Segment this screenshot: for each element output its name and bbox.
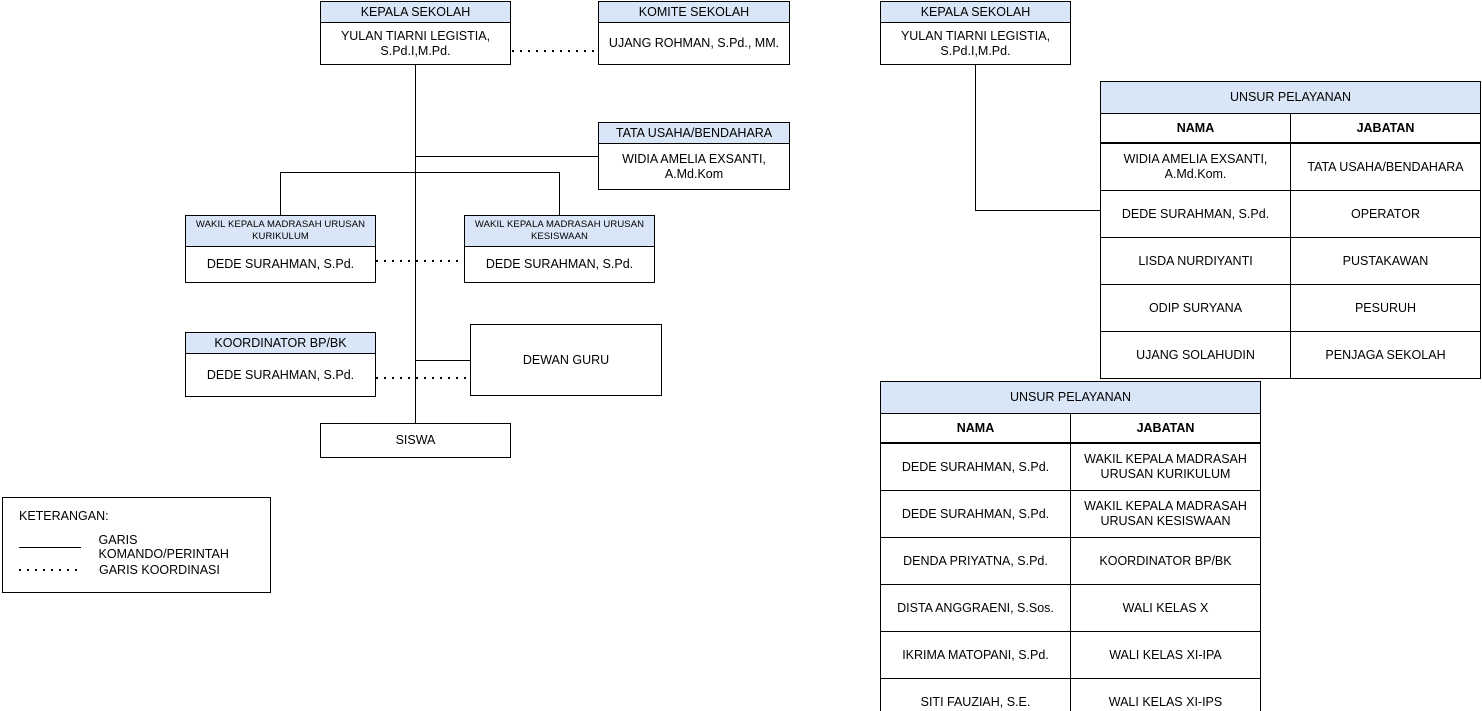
- cell-nama: DEDE SURAHMAN, S.Pd.: [880, 490, 1071, 538]
- table-row: DISTA ANGGRAENI, S.Sos.WALI KELAS X: [880, 584, 1261, 632]
- cell-nama: UJANG SOLAHUDIN: [1100, 331, 1291, 379]
- table-row: DENDA PRIYATNA, S.Pd.KOORDINATOR BP/BK: [880, 537, 1261, 585]
- box-waka-kesiswaan[interactable]: WAKIL KEPALA MADRASAH URUSAN KESISWAAN D…: [464, 215, 655, 283]
- table-row: WIDIA AMELIA EXSANTI, A.Md.Kom.TATA USAH…: [1100, 142, 1481, 191]
- cell-nama: DEDE SURAHMAN, S.Pd.: [880, 442, 1071, 491]
- table-row: SITI FAUZIAH, S.E.WALI KELAS XI-IPS: [880, 678, 1261, 711]
- box-waka-kesiswaan-name: DEDE SURAHMAN, S.Pd.: [465, 247, 654, 282]
- table-row: DEDE SURAHMAN, S.Pd.OPERATOR: [1100, 190, 1481, 238]
- cell-jabatan: PENJAGA SEKOLAH: [1290, 331, 1481, 379]
- cell-nama: DISTA ANGGRAENI, S.Sos.: [880, 584, 1071, 632]
- box-koordinator-bpbk-name: DEDE SURAHMAN, S.Pd.: [186, 354, 375, 396]
- cell-nama: SITI FAUZIAH, S.E.: [880, 678, 1071, 711]
- table-top-caption: UNSUR PELAYANAN: [1100, 81, 1481, 114]
- cell-nama: ODIP SURYANA: [1100, 284, 1291, 332]
- cell-jabatan: PESURUH: [1290, 284, 1481, 332]
- table-unsur-pelayanan-bottom: UNSUR PELAYANAN NAMA JABATAN DEDE SURAHM…: [880, 381, 1261, 711]
- cell-jabatan: TATA USAHA/BENDAHARA: [1290, 142, 1481, 191]
- cell-jabatan: WAKIL KEPALA MADRASAH URUSAN KESISWAAN: [1070, 490, 1261, 538]
- box-kepala-sekolah[interactable]: KEPALA SEKOLAH YULAN TIARNI LEGISTIA, S.…: [320, 1, 511, 65]
- cell-nama: LISDA NURDIYANTI: [1100, 237, 1291, 285]
- table-unsur-pelayanan-top: UNSUR PELAYANAN NAMA JABATAN WIDIA AMELI…: [1100, 81, 1481, 379]
- cell-nama: IKRIMA MATOPANI, S.Pd.: [880, 631, 1071, 679]
- cell-jabatan: OPERATOR: [1290, 190, 1481, 238]
- cell-jabatan: WALI KELAS XI-IPA: [1070, 631, 1261, 679]
- box-kepala-sekolah-right-header: KEPALA SEKOLAH: [881, 2, 1070, 23]
- box-siswa[interactable]: SISWA: [320, 423, 511, 458]
- box-siswa-label: SISWA: [395, 433, 436, 447]
- legend-item-komando-label: GARIS KOMANDO/PERINTAH: [98, 533, 229, 561]
- box-koordinator-bpbk[interactable]: KOORDINATOR BP/BK DEDE SURAHMAN, S.Pd.: [185, 332, 376, 397]
- box-tata-usaha-header: TATA USAHA/BENDAHARA: [599, 123, 789, 144]
- connector-right-trunk: [975, 65, 976, 211]
- dotted-line-icon: [19, 569, 81, 571]
- cell-jabatan: KOORDINATOR BP/BK: [1070, 537, 1261, 585]
- box-kepala-sekolah-right-name: YULAN TIARNI LEGISTIA, S.Pd.I,M.Pd.: [881, 23, 1070, 64]
- coordination-line-kepala-komite: [512, 50, 598, 52]
- box-koordinator-bpbk-header: KOORDINATOR BP/BK: [186, 333, 375, 354]
- table-row: DEDE SURAHMAN, S.Pd.WAKIL KEPALA MADRASA…: [880, 442, 1261, 491]
- connector-right-to-table: [975, 210, 1101, 211]
- connector-trunk-main: [415, 65, 416, 423]
- box-tata-usaha-name: WIDIA AMELIA EXSANTI, A.Md.Kom: [599, 144, 789, 189]
- cell-nama: DEDE SURAHMAN, S.Pd.: [1100, 190, 1291, 238]
- cell-nama: DENDA PRIYATNA, S.Pd.: [880, 537, 1071, 585]
- solid-line-icon: [19, 542, 81, 552]
- connector-waka-kurikulum-drop: [280, 172, 281, 215]
- connector-waka-bar: [280, 172, 560, 173]
- legend-title: KETERANGAN:: [19, 509, 109, 523]
- connector-waka-kesiswaan-drop: [559, 172, 560, 215]
- table-row: DEDE SURAHMAN, S.Pd.WAKIL KEPALA MADRASA…: [880, 490, 1261, 538]
- connector-to-tata-usaha: [415, 156, 599, 157]
- coordination-line-bpbk-dewanguru: [376, 377, 470, 379]
- box-tata-usaha-bendahara[interactable]: TATA USAHA/BENDAHARA WIDIA AMELIA EXSANT…: [598, 122, 790, 190]
- box-komite-sekolah-header: KOMITE SEKOLAH: [599, 2, 789, 23]
- box-kepala-sekolah-header: KEPALA SEKOLAH: [321, 2, 510, 23]
- box-waka-kurikulum-header: WAKIL KEPALA MADRASAH URUSAN KURIKULUM: [186, 216, 375, 247]
- cell-jabatan: WALI KELAS X: [1070, 584, 1261, 632]
- box-dewan-guru-label: DEWAN GURU: [522, 352, 610, 367]
- table-bottom-col-nama: NAMA: [880, 413, 1071, 444]
- cell-nama: WIDIA AMELIA EXSANTI, A.Md.Kom.: [1100, 142, 1291, 191]
- legend-item-koordinasi-label: GARIS KOORDINASI: [99, 563, 220, 577]
- table-row: IKRIMA MATOPANI, S.Pd.WALI KELAS XI-IPA: [880, 631, 1261, 679]
- cell-jabatan: WALI KELAS XI-IPS: [1070, 678, 1261, 711]
- connector-to-dewan-guru: [415, 360, 471, 361]
- box-kepala-sekolah-name: YULAN TIARNI LEGISTIA, S.Pd.I,M.Pd.: [321, 23, 510, 64]
- box-komite-sekolah-name: UJANG ROHMAN, S.Pd., MM.: [599, 23, 789, 64]
- box-dewan-guru[interactable]: DEWAN GURU: [470, 324, 662, 396]
- table-top-body: WIDIA AMELIA EXSANTI, A.Md.Kom.TATA USAH…: [1100, 142, 1481, 379]
- box-waka-kesiswaan-header: WAKIL KEPALA MADRASAH URUSAN KESISWAAN: [465, 216, 654, 247]
- legend-box: KETERANGAN: GARIS KOMANDO/PERINTAH GARIS…: [2, 497, 271, 593]
- cell-jabatan: PUSTAKAWAN: [1290, 237, 1481, 285]
- box-komite-sekolah[interactable]: KOMITE SEKOLAH UJANG ROHMAN, S.Pd., MM.: [598, 1, 790, 65]
- table-bottom-col-jabatan: JABATAN: [1070, 413, 1261, 444]
- table-top-col-jabatan: JABATAN: [1290, 113, 1481, 144]
- table-bottom-body: DEDE SURAHMAN, S.Pd.WAKIL KEPALA MADRASA…: [880, 442, 1261, 711]
- coordination-line-waka: [376, 260, 464, 262]
- box-kepala-sekolah-right[interactable]: KEPALA SEKOLAH YULAN TIARNI LEGISTIA, S.…: [880, 1, 1071, 65]
- table-bottom-caption: UNSUR PELAYANAN: [880, 381, 1261, 414]
- cell-jabatan: WAKIL KEPALA MADRASAH URUSAN KURIKULUM: [1070, 442, 1261, 491]
- legend-item-komando: GARIS KOMANDO/PERINTAH: [19, 533, 270, 561]
- table-top-col-nama: NAMA: [1100, 113, 1291, 144]
- legend-item-koordinasi: GARIS KOORDINASI: [19, 563, 220, 577]
- box-waka-kurikulum[interactable]: WAKIL KEPALA MADRASAH URUSAN KURIKULUM D…: [185, 215, 376, 283]
- box-waka-kurikulum-name: DEDE SURAHMAN, S.Pd.: [186, 247, 375, 282]
